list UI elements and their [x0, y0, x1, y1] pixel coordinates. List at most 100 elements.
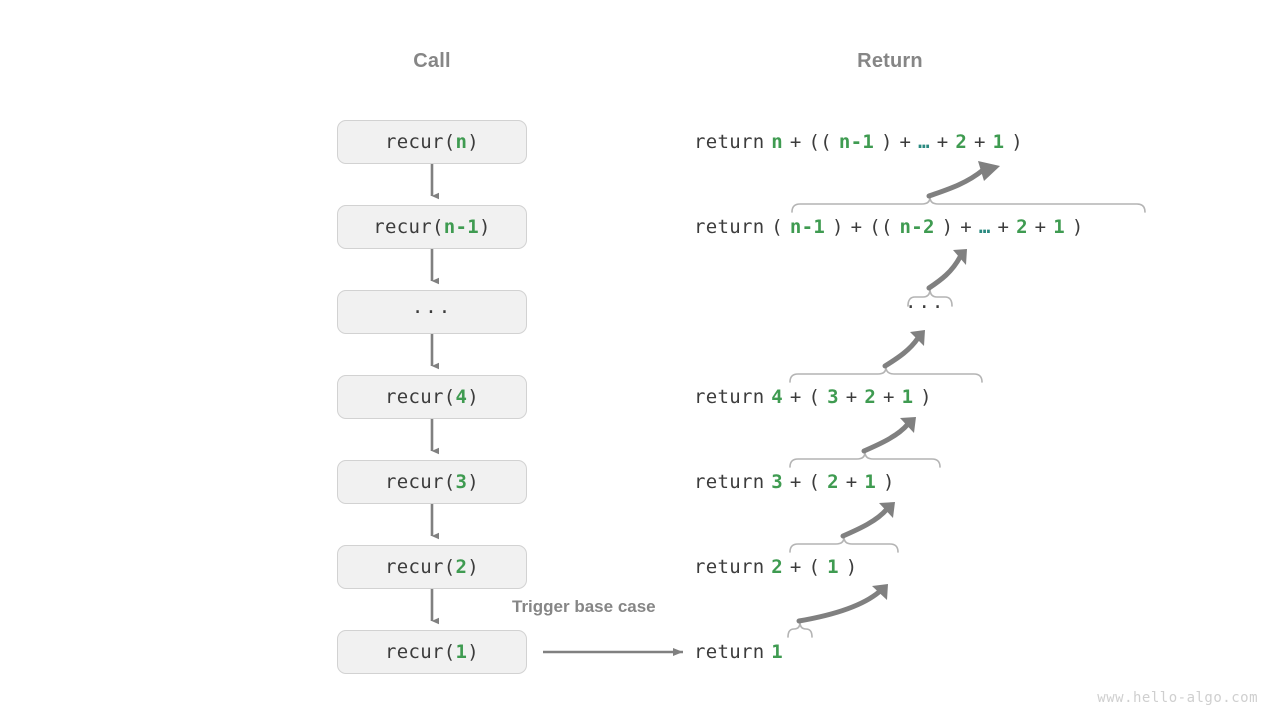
token-space: [935, 216, 942, 238]
expr-token: +: [973, 131, 986, 153]
call-box-n: recur(n): [337, 120, 527, 164]
trigger-base-case-label: Trigger base case: [512, 597, 656, 616]
expr-token: ): [920, 386, 932, 408]
expr-token: +: [936, 131, 949, 153]
call-box-prefix: recur(: [385, 131, 456, 153]
token-space: [839, 471, 846, 493]
brace-row-2: [789, 536, 899, 553]
return-keyword: return: [694, 556, 765, 578]
token-space: [1046, 216, 1053, 238]
return-row-n1: return ( n-1 ) + (( n-2 ) + … + 2 + 1 ): [694, 212, 1084, 242]
token-space: [764, 131, 771, 153]
call-box-n1: recur(n-1): [337, 205, 527, 249]
expr-token: +: [960, 216, 972, 238]
call-box-suffix: ): [467, 641, 479, 663]
token-space: [783, 471, 790, 493]
return-row-4: return 4 + ( 3 + 2 + 1 ): [694, 382, 932, 412]
call-box-1: recur(1): [337, 630, 527, 674]
call-box-argument: 4: [455, 386, 468, 408]
expr-token: n-1: [838, 131, 875, 153]
token-space: [844, 216, 851, 238]
expr-token: +: [789, 131, 802, 153]
brace-row-n1: [791, 196, 1146, 213]
call-box-3: recur(3): [337, 460, 527, 504]
token-space: [764, 386, 771, 408]
return-keyword: return: [694, 471, 765, 493]
expr-token: ): [1071, 216, 1084, 238]
call-box-prefix: recur(: [385, 556, 456, 578]
call-box-suffix: ): [478, 216, 491, 238]
token-space: [802, 131, 809, 153]
return-row-3: return 3 + ( 2 + 1 ): [694, 467, 895, 497]
expr-token: ): [845, 556, 858, 578]
expr-token: 1: [901, 386, 914, 408]
token-space: [820, 471, 827, 493]
expr-token: …: [978, 216, 991, 238]
expr-token: +: [789, 556, 802, 578]
token-space: [820, 386, 827, 408]
token-space: [949, 131, 956, 153]
token-space: [874, 131, 881, 153]
token-space: [893, 131, 900, 153]
expr-token: 1: [1053, 216, 1066, 238]
token-space: [802, 556, 809, 578]
expr-token: 4: [771, 386, 784, 408]
brace-row-1: [787, 621, 813, 638]
return-row-1: return 1: [694, 637, 783, 667]
expr-token: +: [850, 216, 863, 238]
expr-token: ): [880, 131, 893, 153]
return-row-2: return 2 + ( 1 ): [694, 552, 857, 582]
token-space: [1065, 216, 1072, 238]
call-box-dots: ···: [337, 290, 527, 334]
token-space: [876, 386, 883, 408]
token-space: [930, 131, 937, 153]
token-space: [783, 131, 790, 153]
expr-token: ): [831, 216, 844, 238]
token-space: [895, 386, 902, 408]
expr-token: 1: [771, 641, 784, 663]
expr-token: 2: [1016, 216, 1028, 238]
expr-token: +: [789, 471, 802, 493]
call-box-prefix: recur(: [385, 641, 456, 663]
token-space: [783, 386, 790, 408]
expr-token: n-1: [789, 216, 826, 238]
expr-token: 2: [827, 471, 839, 493]
token-space: [764, 556, 771, 578]
token-space: [913, 386, 920, 408]
token-space: [953, 216, 960, 238]
brace-row-4: [789, 366, 983, 383]
call-box-2: recur(2): [337, 545, 527, 589]
expr-token: ): [941, 216, 954, 238]
token-space: [991, 216, 998, 238]
return-keyword: return: [694, 386, 765, 408]
expr-token: …: [918, 131, 930, 153]
column-header-return: Return: [857, 50, 923, 72]
return-keyword: return: [694, 641, 765, 663]
expr-token: 2: [955, 131, 968, 153]
token-space: [862, 216, 869, 238]
token-space: [1028, 216, 1035, 238]
token-space: [972, 216, 979, 238]
expr-token: ((: [869, 216, 893, 238]
expr-token: +: [845, 471, 858, 493]
expr-token: 2: [771, 556, 784, 578]
token-space: [876, 471, 883, 493]
token-space: [857, 386, 864, 408]
expr-token: ((: [808, 131, 832, 153]
expr-token: +: [1034, 216, 1047, 238]
call-box-suffix: ): [467, 556, 479, 578]
expr-token: +: [845, 386, 858, 408]
column-header-call: Call: [413, 50, 451, 72]
expr-token: 3: [771, 471, 784, 493]
expr-token: 1: [992, 131, 1005, 153]
call-box-argument: 3: [455, 471, 468, 493]
expr-token: (: [808, 386, 821, 408]
call-box-label: ···: [411, 301, 453, 323]
call-box-suffix: ): [467, 471, 479, 493]
token-space: [832, 131, 839, 153]
token-space: [839, 386, 846, 408]
token-space: [802, 386, 809, 408]
token-space: [820, 556, 827, 578]
expr-token: ): [882, 471, 895, 493]
